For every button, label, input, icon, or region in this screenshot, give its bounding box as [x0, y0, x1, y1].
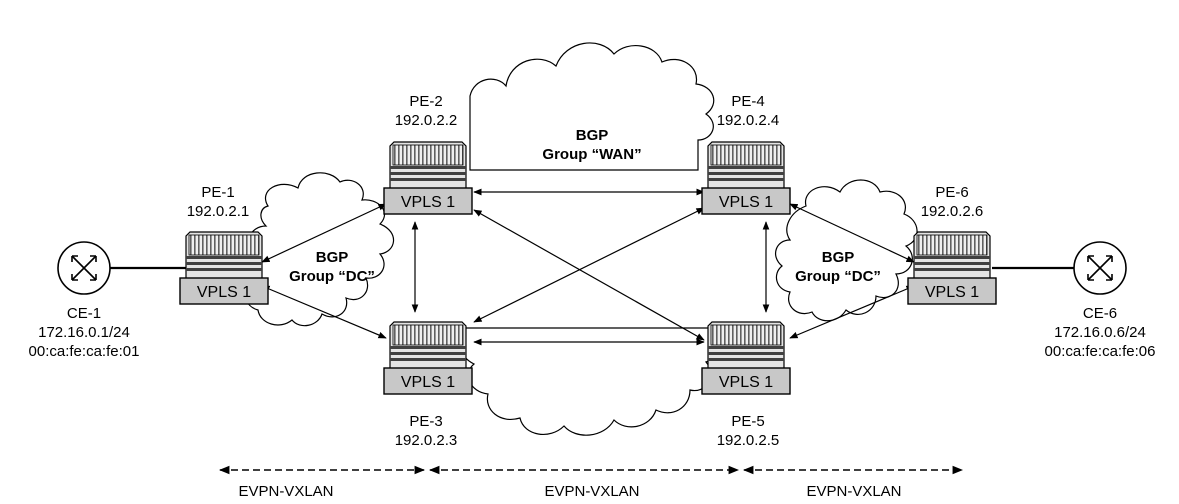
pe5-vpls-box	[701, 367, 791, 395]
pe3-name: PE-3	[409, 413, 442, 430]
session-pe4-pe6	[789, 203, 915, 263]
session-pe2-pe5	[473, 209, 705, 341]
pe5-ip: 192.0.2.5	[717, 432, 780, 449]
cloud-wan	[459, 42, 721, 436]
pe2-name: PE-2	[409, 93, 442, 110]
pe1-vpls-label: VPLS 1	[197, 284, 251, 301]
pe1-vpls-box	[179, 277, 269, 305]
session-pe5-pe6	[789, 285, 915, 339]
pe4-name: PE-4	[731, 93, 764, 110]
pe4-vpls-label: VPLS 1	[719, 194, 773, 211]
segment-label: EVPN-VXLAN	[238, 483, 333, 500]
group-wan-line2: Group “WAN”	[542, 146, 641, 163]
ce6-icon	[1073, 241, 1127, 295]
pe2-router-icon: VPLS 1	[383, 141, 473, 215]
session-pe1-pe2	[261, 203, 387, 263]
bgp-sessions	[261, 188, 915, 346]
pe3-vpls-box	[383, 367, 473, 395]
ce1-icon	[57, 241, 111, 295]
pe2-vpls-label: VPLS 1	[401, 194, 455, 211]
session-pe1-pe3	[261, 285, 387, 339]
pe6-name: PE-6	[935, 184, 968, 201]
bgp-group-labels: BGP Group “DC” BGP Group “WAN” BGP Group…	[289, 127, 881, 285]
pe1-name: PE-1	[201, 184, 234, 201]
pe4-router-icon: VPLS 1	[701, 141, 791, 215]
pe5-router-icon: VPLS 1	[701, 321, 791, 395]
pe3-ip: 192.0.2.3	[395, 432, 458, 449]
segment-labels: EVPN-VXLAN EVPN-VXLAN EVPN-VXLAN	[238, 483, 901, 500]
ce1-mac: 00:ca:fe:ca:fe:01	[29, 343, 140, 360]
group-dc-left-line2: Group “DC”	[289, 268, 375, 285]
pe6-vpls-box	[907, 277, 997, 305]
pe5-vpls-label: VPLS 1	[719, 374, 773, 391]
pe2-ip: 192.0.2.2	[395, 112, 458, 129]
pe6-ip: 192.0.2.6	[921, 203, 984, 220]
pe6-router-icon: VPLS 1	[907, 231, 997, 305]
segment-label: EVPN-VXLAN	[806, 483, 901, 500]
group-wan-line1: BGP	[576, 127, 609, 144]
ce6-mac: 00:ca:fe:ca:fe:06	[1045, 343, 1156, 360]
group-dc-right-line1: BGP	[822, 249, 855, 266]
pe1-ip: 192.0.2.1	[187, 203, 250, 220]
ce6-ip: 172.16.0.6/24	[1054, 324, 1146, 341]
session-pe3-pe4	[473, 207, 705, 323]
ce1-name: CE-1	[67, 305, 101, 322]
pe4-vpls-box	[701, 187, 791, 215]
ce6-labels: CE-6 172.16.0.6/24 00:ca:fe:ca:fe:06	[1045, 305, 1156, 360]
pe3-router-icon: VPLS 1	[383, 321, 473, 395]
group-dc-right-line2: Group “DC”	[795, 268, 881, 285]
ce1-labels: CE-1 172.16.0.1/24 00:ca:fe:ca:fe:01	[29, 305, 140, 360]
pe2-vpls-box	[383, 187, 473, 215]
pe3-vpls-label: VPLS 1	[401, 374, 455, 391]
group-dc-left-line1: BGP	[316, 249, 349, 266]
pe6-vpls-label: VPLS 1	[925, 284, 979, 301]
ce1-ip: 172.16.0.1/24	[38, 324, 130, 341]
router-labels: PE-1 192.0.2.1 PE-2 192.0.2.2 PE-3 192.0…	[187, 93, 984, 449]
pe4-ip: 192.0.2.4	[717, 112, 780, 129]
pe5-name: PE-5	[731, 413, 764, 430]
segment-label: EVPN-VXLAN	[544, 483, 639, 500]
pe1-router-icon: VPLS 1	[179, 231, 269, 305]
ce6-name: CE-6	[1083, 305, 1117, 322]
